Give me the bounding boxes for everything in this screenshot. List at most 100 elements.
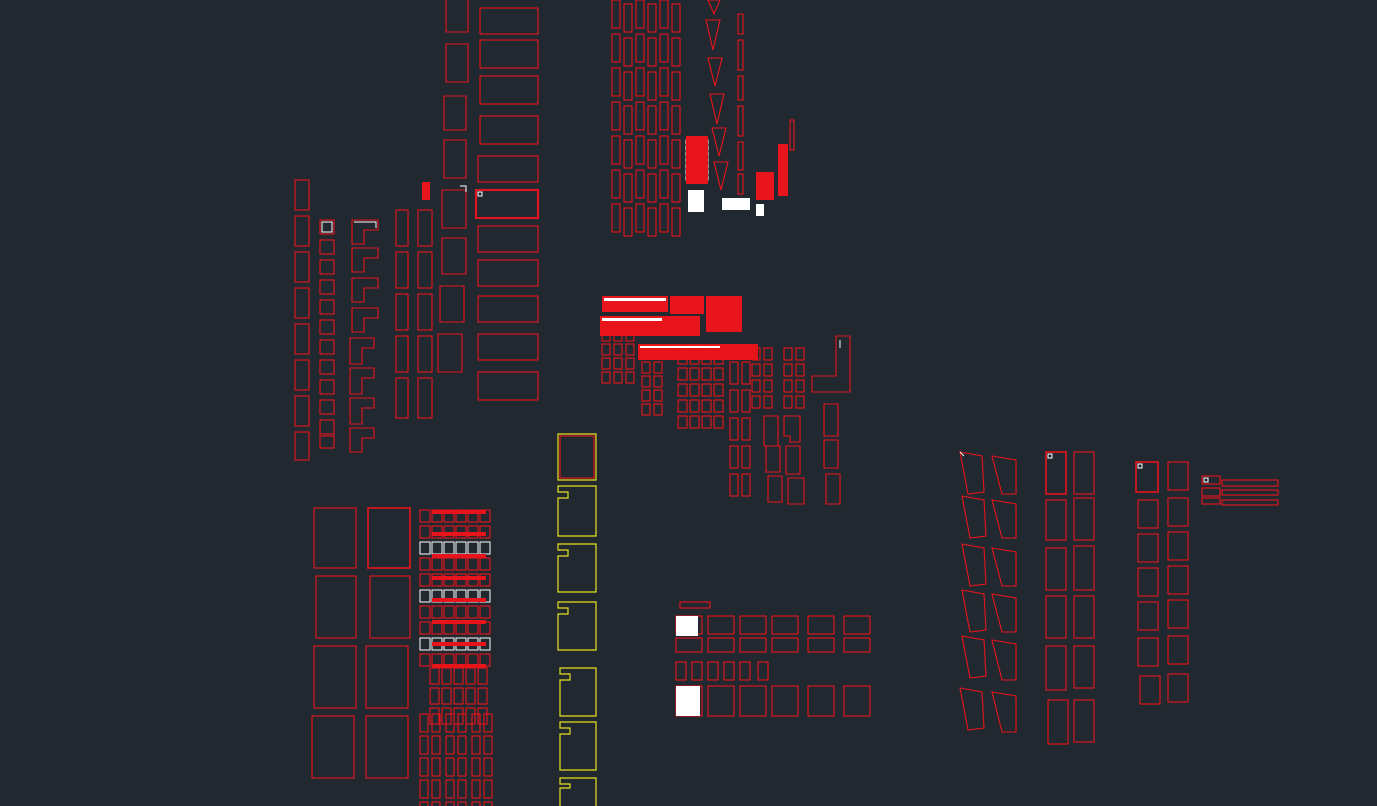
unit-outline bbox=[729, 417, 739, 441]
unit-outline bbox=[751, 379, 761, 393]
unit-outline bbox=[647, 37, 657, 67]
unit-outline bbox=[431, 757, 441, 777]
unit-outline bbox=[783, 395, 793, 409]
unit-outline bbox=[419, 589, 431, 603]
unit-outline bbox=[419, 779, 429, 799]
unit-outline bbox=[483, 735, 493, 755]
unit-outline bbox=[429, 707, 440, 725]
filled-band bbox=[432, 510, 486, 514]
unit-outline bbox=[701, 399, 712, 413]
cluster-left-narrow-stack[interactable] bbox=[395, 0, 469, 419]
cluster-right-rect-columns[interactable] bbox=[1045, 451, 1095, 745]
unit-outline bbox=[457, 735, 467, 755]
unit-outline bbox=[741, 445, 751, 469]
cluster-bottom-left-blocks[interactable] bbox=[311, 507, 411, 779]
unit-outline bbox=[471, 801, 481, 806]
unit-outline bbox=[419, 735, 429, 755]
cluster-wide-blocks[interactable] bbox=[475, 7, 539, 401]
cluster-bottom-left-dense[interactable] bbox=[419, 509, 493, 806]
unit-outline bbox=[479, 557, 491, 571]
unit-outline bbox=[671, 207, 681, 237]
unit-outline bbox=[741, 417, 751, 441]
unit-outline bbox=[659, 203, 669, 233]
unit-outline bbox=[465, 687, 476, 705]
filled-band bbox=[432, 642, 486, 646]
unit-outline bbox=[623, 173, 633, 203]
unit-outline bbox=[611, 33, 621, 63]
filled-band bbox=[432, 554, 486, 558]
unit-outline bbox=[723, 661, 735, 681]
unit-outline bbox=[691, 661, 703, 681]
unit-outline bbox=[457, 713, 467, 733]
unit-outline bbox=[707, 615, 735, 635]
unit-outline bbox=[653, 403, 663, 416]
unit-outline bbox=[483, 713, 493, 733]
unit-outline bbox=[431, 541, 443, 555]
unit-outline bbox=[419, 573, 431, 587]
unit-outline bbox=[465, 707, 476, 725]
unit-outline bbox=[653, 361, 663, 374]
unit-outline bbox=[671, 105, 681, 135]
unit-outline bbox=[783, 363, 793, 377]
unit-outline bbox=[689, 399, 700, 413]
unit-outline bbox=[419, 653, 431, 667]
cluster-far-right-squares[interactable] bbox=[1135, 461, 1189, 705]
unit-outline bbox=[457, 757, 467, 777]
cluster-yellow-column[interactable] bbox=[557, 433, 597, 806]
unit-outline bbox=[419, 637, 431, 651]
unit-outline bbox=[713, 399, 724, 413]
unit-outline bbox=[625, 357, 635, 370]
cluster-right-skewed[interactable] bbox=[959, 451, 1017, 733]
unit-outline bbox=[843, 685, 871, 717]
unit-outline bbox=[457, 801, 467, 806]
unit-outline bbox=[677, 399, 688, 413]
unit-outline bbox=[771, 615, 799, 635]
unit-outline bbox=[635, 0, 645, 29]
unit-outline bbox=[771, 637, 799, 653]
filled-band bbox=[432, 532, 486, 536]
unit-outline bbox=[623, 3, 633, 33]
unit-outline bbox=[771, 685, 799, 717]
unit-outline bbox=[707, 661, 719, 681]
unit-outline bbox=[741, 473, 751, 497]
unit-outline bbox=[479, 541, 491, 555]
unit-outline bbox=[601, 357, 611, 370]
cluster-right-small-strip[interactable] bbox=[1201, 475, 1279, 506]
unit-outline bbox=[453, 687, 464, 705]
unit-outline bbox=[671, 173, 681, 203]
unit-outline bbox=[763, 363, 773, 377]
unit-outline bbox=[677, 351, 688, 365]
unit-outline bbox=[729, 445, 739, 469]
unit-outline bbox=[431, 779, 441, 799]
unit-outline bbox=[659, 169, 669, 199]
unit-outline bbox=[795, 379, 805, 393]
unit-outline bbox=[431, 557, 443, 571]
unit-outline bbox=[445, 779, 455, 799]
unit-outline bbox=[611, 135, 621, 165]
unit-outline bbox=[713, 383, 724, 397]
unit-outline bbox=[625, 371, 635, 384]
unit-outline bbox=[635, 169, 645, 199]
unit-outline bbox=[623, 71, 633, 101]
unit-outline bbox=[635, 67, 645, 97]
unit-outline bbox=[623, 37, 633, 67]
unit-outline bbox=[689, 351, 700, 365]
cluster-bottom-center[interactable] bbox=[675, 601, 871, 717]
unit-outline bbox=[751, 395, 761, 409]
cluster-left-columns[interactable] bbox=[294, 179, 379, 461]
unit-outline bbox=[419, 801, 429, 806]
unit-outline bbox=[483, 757, 493, 777]
unit-outline bbox=[613, 329, 623, 342]
unit-outline bbox=[419, 525, 431, 539]
unit-outline bbox=[641, 389, 651, 402]
cluster-middle-center[interactable] bbox=[600, 296, 851, 505]
unit-outline bbox=[653, 375, 663, 388]
unit-outline bbox=[795, 395, 805, 409]
unit-outline bbox=[675, 637, 703, 653]
unit-outline bbox=[477, 707, 488, 725]
unit-outline bbox=[465, 667, 476, 685]
unit-outline bbox=[625, 343, 635, 356]
cluster-top-center[interactable] bbox=[611, 0, 795, 237]
